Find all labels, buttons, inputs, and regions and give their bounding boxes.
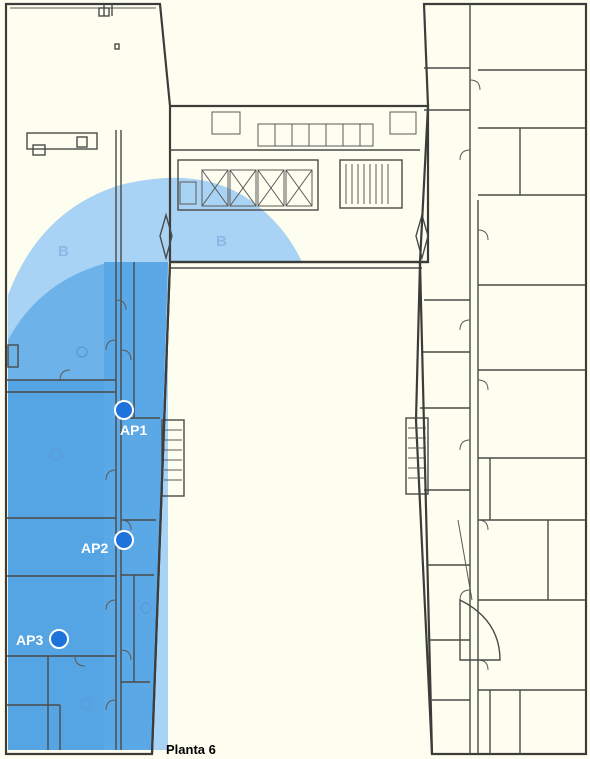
- coverage-zones: [8, 177, 302, 750]
- core-block: [159, 104, 430, 269]
- access-point-ap1[interactable]: AP1: [114, 400, 147, 438]
- access-point-label: AP3: [16, 632, 43, 648]
- coverage-zone-corridor: [104, 262, 168, 750]
- zone-label-b: B: [58, 243, 69, 260]
- zone-label-o-symbol: [140, 602, 152, 614]
- access-point-ap3[interactable]: AP3: [16, 629, 69, 649]
- access-point-marker[interactable]: [114, 530, 134, 550]
- access-point-ap2[interactable]: AP2: [81, 530, 134, 556]
- zone-label-b: B: [216, 233, 227, 250]
- coverage-zone-strong: [8, 380, 130, 750]
- access-point-label: AP2: [81, 540, 108, 556]
- right-wing: [405, 2, 588, 756]
- access-point-label: AP1: [120, 422, 147, 438]
- courtyard-right-edge: [418, 261, 434, 755]
- access-point-marker[interactable]: [114, 400, 134, 420]
- access-point-marker[interactable]: [49, 629, 69, 649]
- floor-label: Planta 6: [166, 742, 216, 757]
- zone-label-o-symbol: [50, 449, 62, 461]
- zone-label-o-symbol: [80, 698, 92, 710]
- zone-label-o-symbol: [76, 346, 88, 358]
- courtyard-left-edge: [150, 261, 172, 755]
